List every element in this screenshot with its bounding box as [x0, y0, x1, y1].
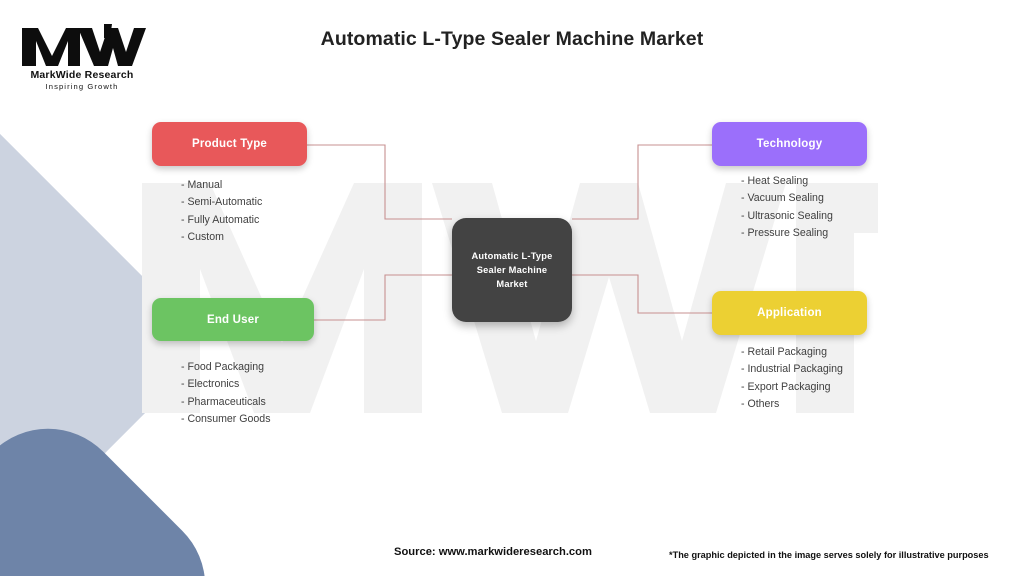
source-text: Source: www.markwideresearch.com: [394, 546, 592, 558]
list-item: - Consumer Goods: [181, 412, 271, 425]
list-item: - Custom: [181, 230, 224, 243]
list-item: - Export Packaging: [741, 380, 831, 393]
branch-node-application[interactable]: Application: [712, 291, 867, 335]
list-item: - Manual: [181, 179, 223, 191]
list-item: - Electronics: [181, 378, 240, 391]
connector-product-type: [307, 144, 452, 220]
branch-node-end-user[interactable]: End User: [152, 298, 314, 341]
branch-label: End User: [206, 313, 260, 326]
connector-application: [572, 274, 712, 314]
branch-items-application: - Retail Packaging - Industrial Packagin…: [741, 344, 843, 413]
list-item: - Semi-Automatic: [181, 196, 263, 209]
branch-node-technology[interactable]: Technology: [712, 122, 867, 166]
list-item: - Pharmaceuticals: [181, 395, 266, 408]
list-item: - Pressure Sealing: [741, 226, 829, 239]
page-title: Automatic L-Type Sealer Machine Market: [320, 28, 704, 50]
logo-mark-icon: [22, 24, 146, 66]
list-item: - Vacuum Sealing: [741, 192, 824, 205]
connector-end-user: [314, 274, 452, 321]
connector-technology: [572, 144, 712, 220]
list-item: - Heat Sealing: [741, 175, 809, 187]
brand-logo: MarkWide Research Inspiring Growth: [18, 22, 146, 91]
center-node-label: Automatic L-Type Sealer Machine Market: [471, 251, 553, 289]
list-item: - Fully Automatic: [181, 213, 260, 226]
list-item: - Industrial Packaging: [741, 363, 843, 376]
center-node[interactable]: Automatic L-Type Sealer Machine Market: [452, 218, 572, 322]
branch-items-end-user: - Food Packaging - Electronics - Pharmac…: [181, 359, 271, 428]
list-item: - Ultrasonic Sealing: [741, 209, 833, 222]
list-item: - Retail Packaging: [741, 346, 827, 358]
logo-company-name: MarkWide Research: [30, 69, 134, 81]
branch-items-product-type: - Manual - Semi-Automatic - Fully Automa…: [181, 177, 262, 246]
branch-node-product-type[interactable]: Product Type: [152, 122, 307, 166]
logo-tagline: Inspiring Growth: [45, 82, 119, 91]
branch-label: Application: [757, 307, 822, 319]
branch-label: Product Type: [191, 138, 268, 150]
branch-label: Technology: [756, 138, 823, 150]
disclaimer-text: *The graphic depicted in the image serve…: [669, 550, 989, 560]
branch-items-technology: - Heat Sealing - Vacuum Sealing - Ultras…: [741, 173, 833, 242]
list-item: - Others: [741, 397, 780, 410]
list-item: - Food Packaging: [181, 361, 265, 373]
